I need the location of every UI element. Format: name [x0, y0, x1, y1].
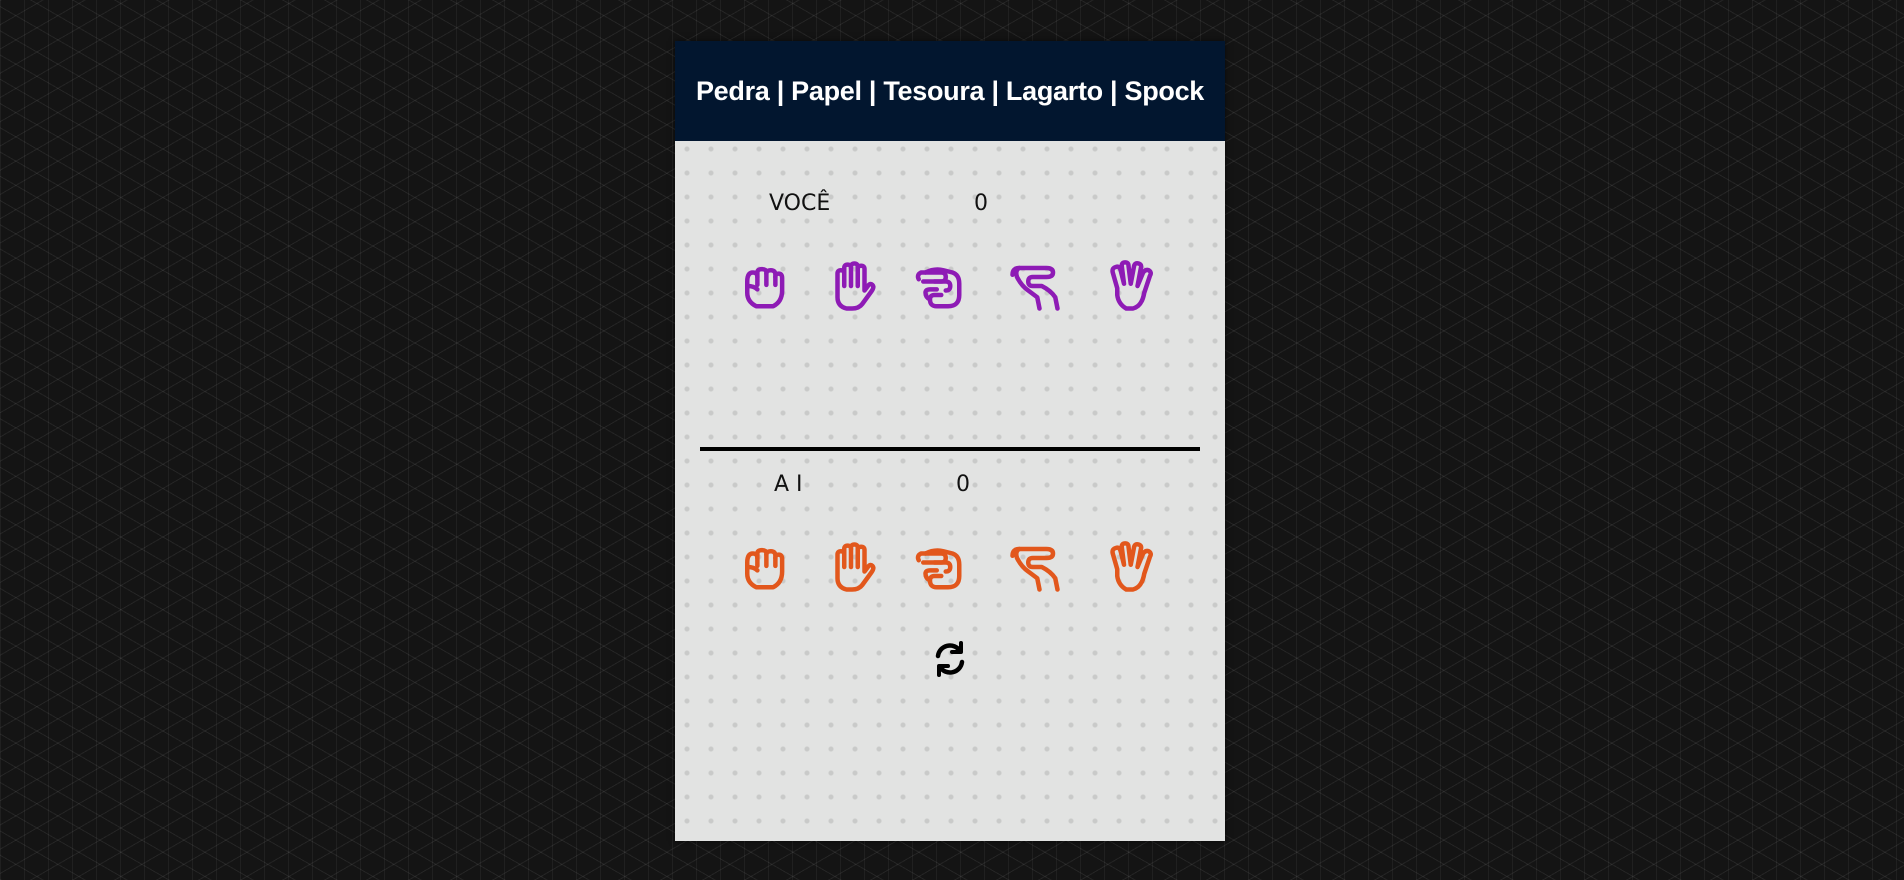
ai-spock: [1105, 539, 1161, 595]
player-score: 0: [974, 191, 988, 216]
ai-choices: [735, 539, 1155, 599]
player-paper-button[interactable]: [823, 258, 879, 314]
spock-icon: [1110, 260, 1154, 311]
lizard-icon: [1010, 546, 1060, 592]
ai-rock: [735, 539, 791, 595]
spock-icon: [1110, 541, 1154, 592]
ai-paper: [823, 539, 879, 595]
ai-label: A I: [774, 472, 803, 497]
player-label: VOCÊ: [769, 191, 831, 216]
game-title: Pedra | Papel | Tesoura | Lagarto | Spoc…: [675, 41, 1225, 141]
scissors-icon: [915, 267, 962, 309]
rock-icon: [745, 266, 785, 309]
lizard-icon: [1010, 265, 1060, 311]
rock-icon: [745, 547, 785, 590]
player-scissors-button[interactable]: [911, 258, 967, 314]
ai-score: 0: [956, 472, 970, 497]
scissors-icon: [915, 548, 962, 590]
refresh-icon: [935, 641, 965, 677]
section-divider: [700, 447, 1200, 451]
ai-scissors: [911, 539, 967, 595]
game-panel: Pedra | Papel | Tesoura | Lagarto | Spoc…: [675, 41, 1225, 841]
paper-icon: [835, 261, 876, 311]
paper-icon: [835, 542, 876, 592]
player-spock-button[interactable]: [1105, 258, 1161, 314]
reset-button[interactable]: [928, 637, 972, 681]
player-lizard-button[interactable]: [1007, 258, 1063, 314]
player-choices: [735, 258, 1155, 318]
ai-lizard: [1007, 539, 1063, 595]
player-rock-button[interactable]: [735, 258, 791, 314]
